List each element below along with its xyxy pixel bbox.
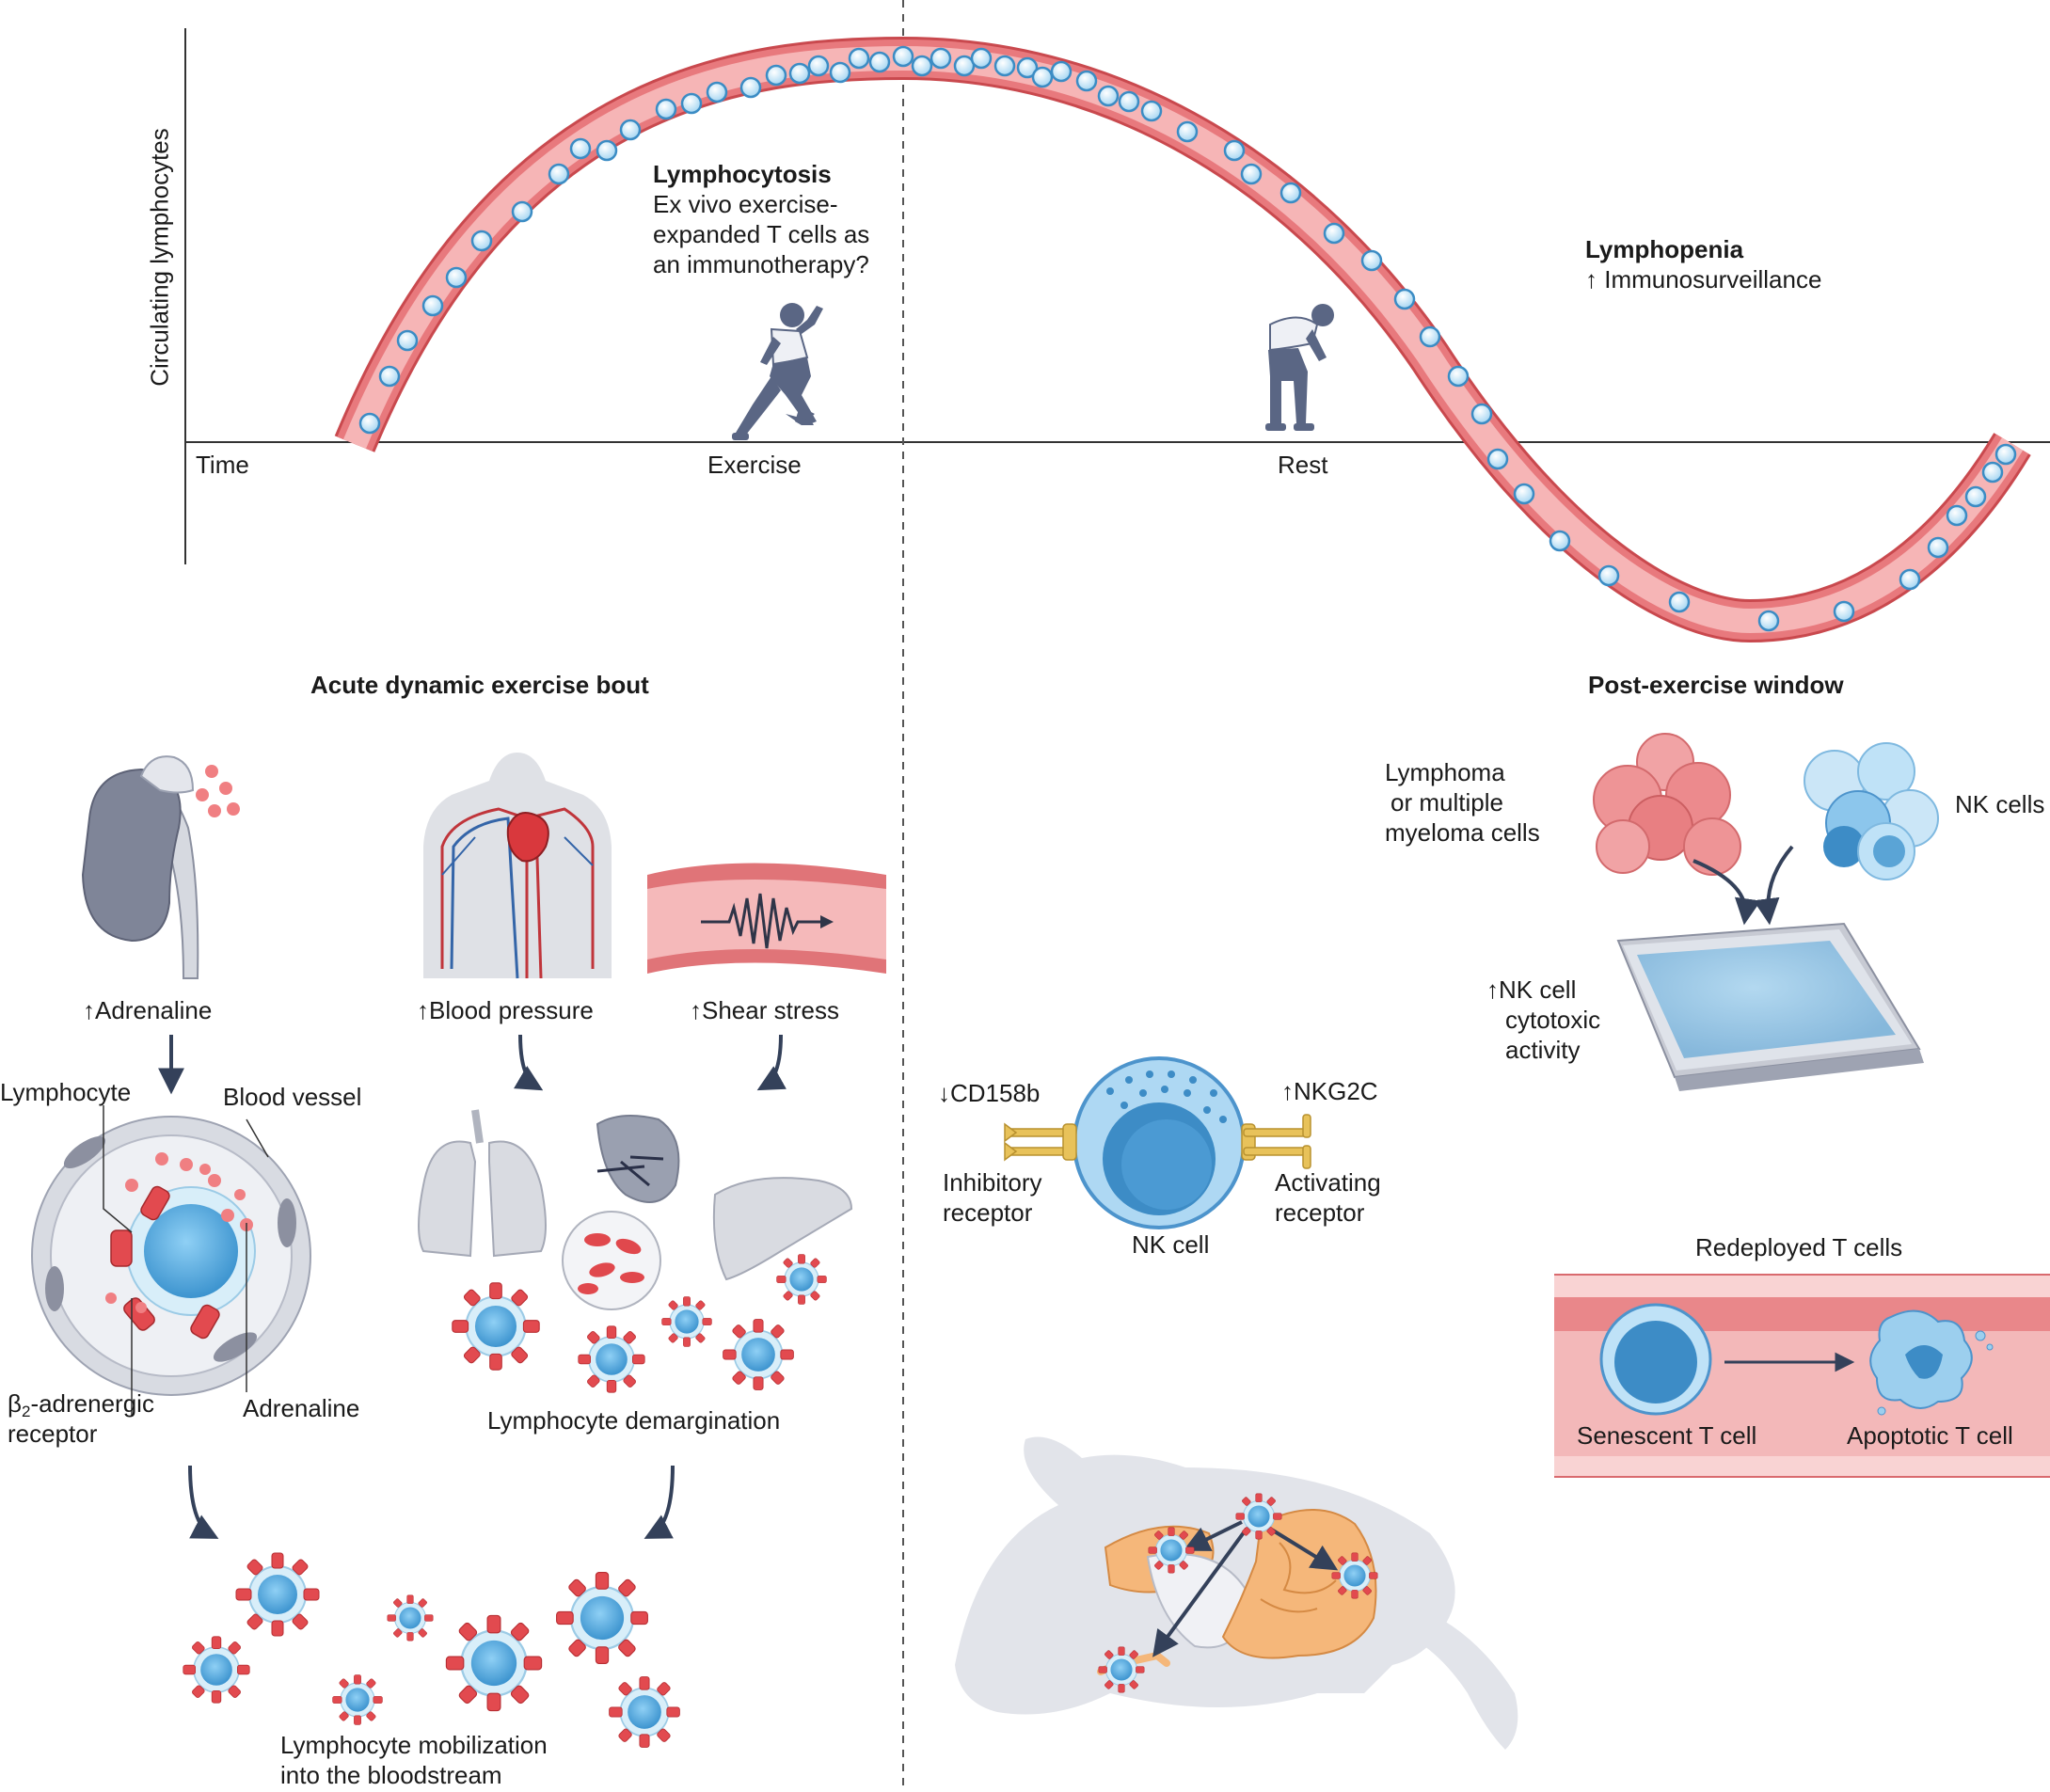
activating-line-1: Activating (1275, 1168, 1381, 1197)
spleen-icon (596, 1115, 680, 1203)
redeployed-label: Redeployed T cells (1695, 1233, 1903, 1261)
arrow-left-mobilization (188, 1465, 219, 1539)
nk-activity-line-2: cytotoxic (1505, 1006, 1601, 1034)
activating-receptor-icon (1241, 1114, 1311, 1169)
lymphoma-cells-cluster (1593, 733, 1741, 876)
lymphoma-line-1: Lymphoma (1385, 758, 1505, 786)
lymphoma-line-2: or multiple (1391, 788, 1503, 817)
nk-cells-cluster (1804, 742, 1939, 880)
inhibitory-receptor-icon (1004, 1122, 1077, 1162)
adrenaline-up-label: ↑Adrenaline (83, 996, 213, 1024)
mobilized-lymphocytes (183, 1552, 681, 1749)
circulation-torso-icon (423, 753, 612, 979)
adrenal-kidney-icon (81, 755, 240, 979)
lymphoma-line-3: myeloma cells (1385, 818, 1540, 847)
nkg2c-label: ↑NKG2C (1281, 1077, 1378, 1105)
inhibitory-line-2: receptor (943, 1198, 1033, 1227)
nk-activity-line-1: ↑NK cell (1486, 975, 1577, 1004)
y-axis-label: Circulating lymphocytes (145, 128, 174, 387)
blood-pressure-up-label: ↑Blood pressure (417, 996, 594, 1024)
lymphocytosis-title: Lymphocytosis (653, 160, 832, 188)
apoptotic-label: Apoptotic T cell (1847, 1421, 2013, 1450)
time-graph (184, 0, 2050, 1792)
demargination-label: Lymphocyte demargination (487, 1406, 781, 1435)
nk-cells-label: NK cells (1955, 790, 2045, 818)
mobilization-line-2: into the bloodstream (280, 1761, 502, 1789)
arrow-shear-down (756, 1034, 787, 1091)
lymphocytosis-line-3: an immunotherapy? (653, 250, 869, 278)
adrenaline-label: Adrenaline (243, 1394, 360, 1422)
lymphopenia-title: Lymphopenia (1585, 235, 1744, 263)
activating-line-2: receptor (1275, 1198, 1365, 1227)
nk-activity-line-3: activity (1505, 1036, 1581, 1064)
blood-vessel-label: Blood vessel (223, 1083, 362, 1111)
lymphopenia-line: ↑ Immunosurveillance (1585, 265, 1822, 293)
arrow-right-mobilization (644, 1465, 675, 1539)
nk-cell-label: NK cell (1132, 1230, 1210, 1259)
well-plate-icon (1616, 922, 1924, 1091)
senescent-label: Senescent T cell (1577, 1421, 1757, 1450)
blood-smear-circle (562, 1211, 661, 1310)
lungs-icon (418, 1109, 547, 1258)
mouse-icon (955, 1436, 1518, 1750)
blood-vessel-cross-section (31, 1116, 311, 1396)
shear-stress-vessel (647, 863, 886, 974)
inhibitory-line-1: Inhibitory (943, 1168, 1042, 1197)
mobilization-line-1: Lymphocyte mobilization (280, 1731, 548, 1759)
resting-person-icon (1265, 304, 1334, 431)
receptor-label: receptor (8, 1419, 98, 1448)
runner-icon (732, 303, 823, 440)
shear-stress-up-label: ↑Shear stress (690, 996, 839, 1024)
liver-icon (712, 1177, 853, 1281)
lymphocyte-label: Lymphocyte (0, 1078, 132, 1106)
exercise-label: Exercise (707, 451, 802, 479)
cd158b-label: ↓CD158b (938, 1079, 1041, 1107)
right-section-title: Post-exercise window (1588, 671, 1844, 699)
arrow-nk-plate (1753, 845, 1794, 926)
rest-label: Rest (1278, 451, 1328, 479)
nk-cell-diagram (1004, 1056, 1311, 1229)
lymphocytosis-line-2: expanded T cells as (653, 220, 870, 248)
label-leaders (103, 1105, 269, 1416)
lymphocytosis-line-1: Ex vivo exercise- (653, 190, 838, 218)
time-label: Time (196, 451, 249, 479)
redeployed-vessel (1554, 1274, 2050, 1478)
arrow-lymphoma-plate (1692, 859, 1761, 926)
arrow-bp-down (514, 1034, 544, 1091)
left-section-title: Acute dynamic exercise bout (310, 671, 649, 699)
beta2-label: β2-adrenergic (8, 1389, 154, 1420)
